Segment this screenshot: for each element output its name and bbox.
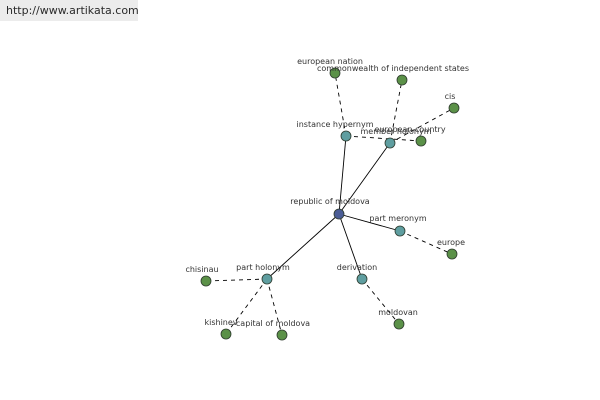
graph-nodes — [200, 67, 460, 341]
edge-partmer-europe — [399, 230, 453, 255]
edge-partholo-kishinev — [225, 278, 268, 335]
node-eucountry[interactable] — [415, 135, 427, 147]
node-label-cwis: commonwealth of independent states — [317, 64, 469, 73]
node-deriv[interactable] — [356, 273, 368, 285]
edge-instance-eucountry — [345, 135, 422, 142]
edge-moldova-partmer — [338, 213, 401, 232]
node-europe[interactable] — [446, 248, 458, 260]
node-label-moldova: republic of moldova — [290, 197, 370, 206]
edge-instance-eunation — [334, 72, 347, 137]
node-label-europe: europe — [437, 238, 465, 247]
node-moldovan[interactable] — [393, 318, 405, 330]
edge-moldova-instance — [338, 135, 347, 215]
graph-labels: republic of moldova instance hypernymmemb… — [185, 57, 469, 328]
graph-edges — [205, 72, 455, 336]
node-capital[interactable] — [276, 329, 288, 341]
node-label-member: member holonym — [360, 127, 431, 136]
node-label-deriv: derivation — [337, 263, 377, 272]
edge-partholo-capital — [266, 278, 283, 336]
node-partholo[interactable] — [261, 273, 273, 285]
watermark-url: http://www.artikata.com — [0, 0, 139, 21]
node-label-partmer: part meronym — [369, 214, 426, 223]
node-eunation[interactable] — [329, 67, 341, 79]
node-cis[interactable] — [448, 102, 460, 114]
node-label-capital: capital of moldova — [236, 319, 310, 328]
node-chisinau[interactable] — [200, 275, 212, 287]
node-label-instance: instance hypernym — [297, 120, 374, 129]
edge-member-cwis — [389, 79, 403, 144]
node-label-cis: cis — [445, 92, 456, 101]
node-label-partholo: part holonym — [236, 263, 290, 272]
node-label-chisinau: chisinau — [185, 265, 218, 274]
node-label-eucountry: european country — [374, 125, 445, 134]
node-member[interactable] — [384, 137, 396, 149]
edge-moldova-partholo — [266, 213, 340, 280]
node-label-moldovan: moldovan — [378, 308, 418, 317]
node-label-eunation: european nation — [297, 57, 363, 66]
edge-deriv-moldovan — [361, 278, 400, 325]
node-kishinev[interactable] — [220, 328, 232, 340]
node-partmer[interactable] — [394, 225, 406, 237]
edge-partholo-chisinau — [205, 278, 268, 282]
edge-moldova-member — [338, 142, 391, 215]
node-moldova[interactable] — [333, 208, 345, 220]
edge-moldova-deriv — [338, 213, 363, 280]
node-cwis[interactable] — [396, 74, 408, 86]
node-instance[interactable] — [340, 130, 352, 142]
node-label-kishinev: kishinev — [204, 318, 237, 327]
